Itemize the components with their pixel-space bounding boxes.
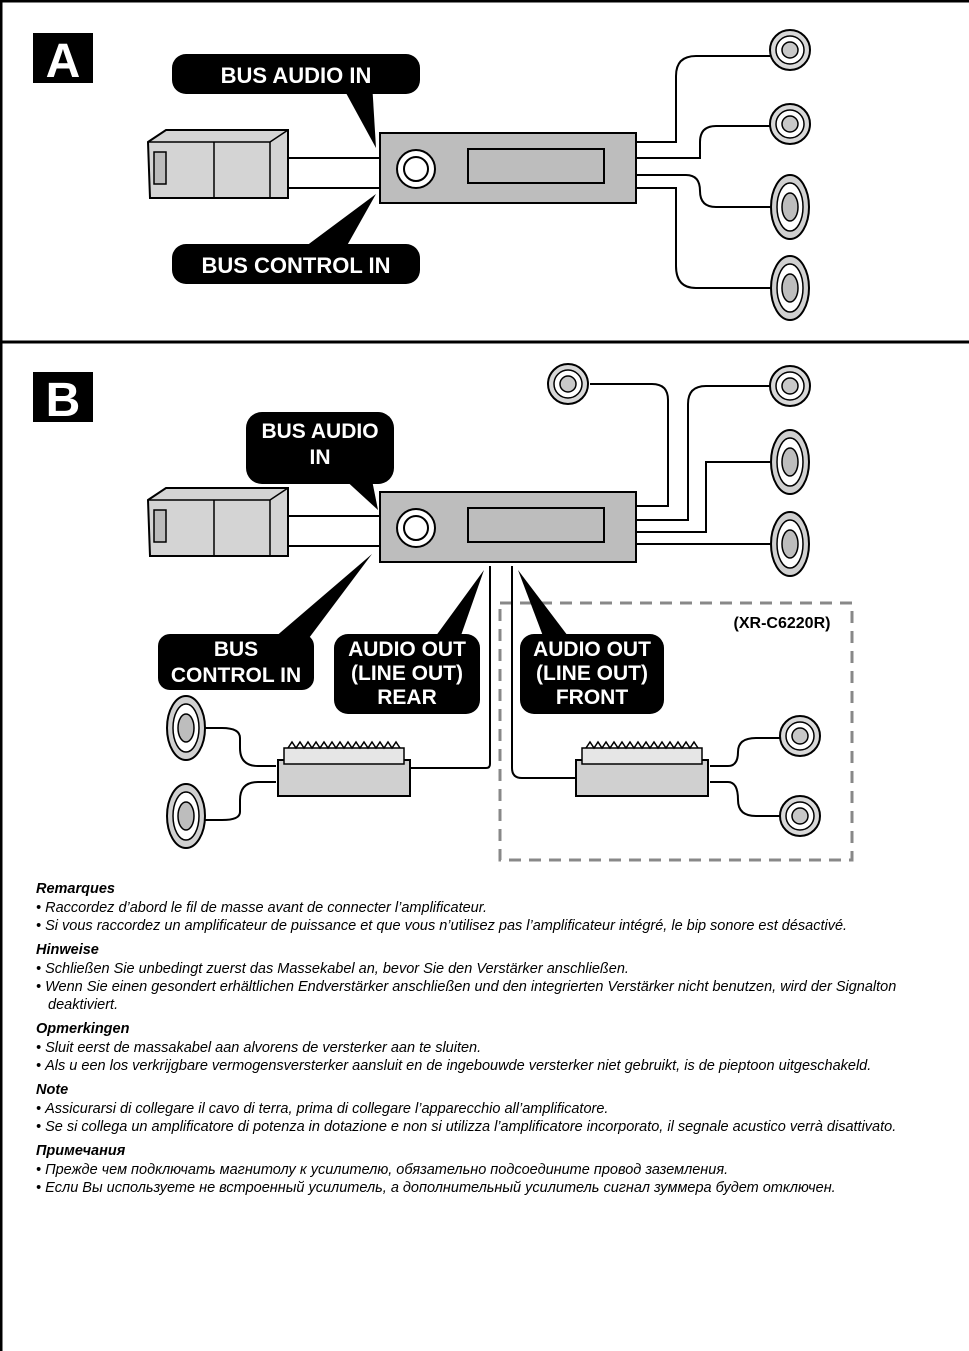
label-bus-control-in-text: BUS CONTROL IN [201,253,390,278]
notes-italian: Note Assicurarsi di collegare il cavo di… [36,1081,956,1136]
label-audio-out-front-line3: FRONT [556,686,628,709]
notes-title: Примечания [36,1143,126,1159]
notes-title: Hinweise [36,942,99,958]
note-item: Если Вы используете не встроенный усилит… [36,1179,956,1197]
notes-title: Opmerkingen [36,1021,130,1037]
label-audio-out-front-line1: AUDIO OUT [533,638,651,661]
label-audio-out-rear-line2: (LINE OUT) [351,662,463,685]
label-audio-out-rear-line1: AUDIO OUT [348,638,466,661]
notes-french: Remarques Raccordez d’abord le fil de ma… [36,880,956,935]
panel-b-letter: B [46,374,81,427]
label-bus-control-in-b-line1: BUS [214,638,258,661]
notes-section: Remarques Raccordez d’abord le fil de ma… [36,880,956,1203]
label-bus-audio-in-b-line2: IN [310,446,331,469]
label-audio-out-front [520,634,664,714]
note-item: Raccordez d’abord le fil de masse avant … [36,899,956,917]
label-audio-out-rear [334,634,480,714]
notes-title: Note [36,1082,69,1098]
note-item: Wenn Sie einen gesondert erhältlichen En… [36,978,956,1014]
note-item: Als u een los verkrijgbare vermogensvers… [36,1057,956,1075]
panel-a-letter: A [46,35,81,88]
label-bus-control-in [172,244,420,284]
note-item: Assicurarsi di collegare il cavo di terr… [36,1100,956,1118]
label-bus-control-in-b-line2: CONTROL IN [171,664,301,687]
label-bus-audio-in-b [246,412,394,484]
label-bus-control-in-b [158,634,314,690]
panel-a: A BUS AUDIO IN BUS CONTROL IN [33,29,811,321]
label-audio-out-front-line2: (LINE OUT) [536,662,648,685]
label-audio-out-rear-line3: REAR [377,686,437,709]
note-item: Прежде чем подключать магнитолу к усилит… [36,1161,956,1179]
label-bus-audio-in [172,54,420,94]
notes-russian: Примечания Прежде чем подключать магнито… [36,1142,956,1197]
note-item: Schließen Sie unbedingt zuerst das Masse… [36,960,956,978]
notes-title: Remarques [36,881,115,897]
note-item: Si vous raccordez un amplificateur de pu… [36,917,956,935]
notes-dutch: Opmerkingen Sluit eerst de massakabel aa… [36,1020,956,1075]
panel-b: B BUS AUDIO [33,363,854,862]
note-item: Sluit eerst de massakabel aan alvorens d… [36,1039,956,1057]
model-label: (XR-C6220R) [734,615,831,632]
optional-amp-dashed-box [498,601,854,862]
note-item: Se si collega un amplificatore di potenz… [36,1118,956,1136]
label-bus-audio-in-text: BUS AUDIO IN [221,63,372,88]
notes-german: Hinweise Schließen Sie unbedingt zuerst … [36,941,956,1014]
label-bus-audio-in-b-line1: BUS AUDIO [261,420,378,443]
panel-b-letter-box [33,372,93,422]
panel-a-letter-box [33,33,93,83]
